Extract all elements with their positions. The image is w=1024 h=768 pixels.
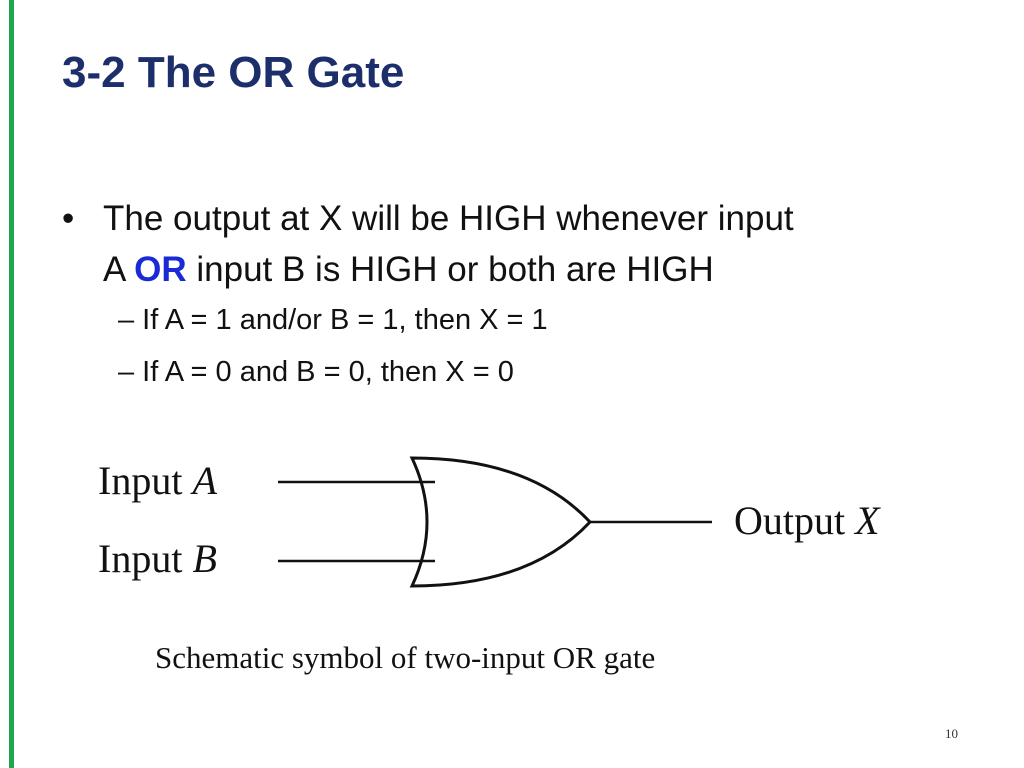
bullet-line-2-end: input B is HIGH or both are HIGH xyxy=(186,250,714,289)
sub-bullet-2: – If A = 0 and B = 0, then X = 0 xyxy=(118,356,514,388)
diagram-caption: Schematic symbol of two-input OR gate xyxy=(155,640,656,675)
output-x-label: Output X xyxy=(734,498,881,543)
bullet-text: The output at X will be HIGH whenever in… xyxy=(103,193,963,295)
or-gate-diagram: Input A Input B Output X xyxy=(98,456,881,588)
left-accent-bar xyxy=(9,0,14,768)
sub-bullet-1: – If A = 1 and/or B = 1, then X = 1 xyxy=(118,304,548,336)
input-a-label: Input A xyxy=(98,458,217,503)
bullet-marker: • xyxy=(62,199,75,238)
or-emphasis: OR xyxy=(134,250,187,289)
bullet-line-1: The output at X will be HIGH whenever in… xyxy=(103,199,794,238)
bullet-line-2-start: A xyxy=(103,250,135,289)
bullet-line-2: A OR input B is HIGH or both are HIGH xyxy=(103,244,963,295)
or-gate-symbol xyxy=(409,456,593,588)
slide-title: 3-2 The OR Gate xyxy=(62,48,405,97)
input-b-label: Input B xyxy=(98,536,217,581)
page-number: 10 xyxy=(945,726,958,741)
